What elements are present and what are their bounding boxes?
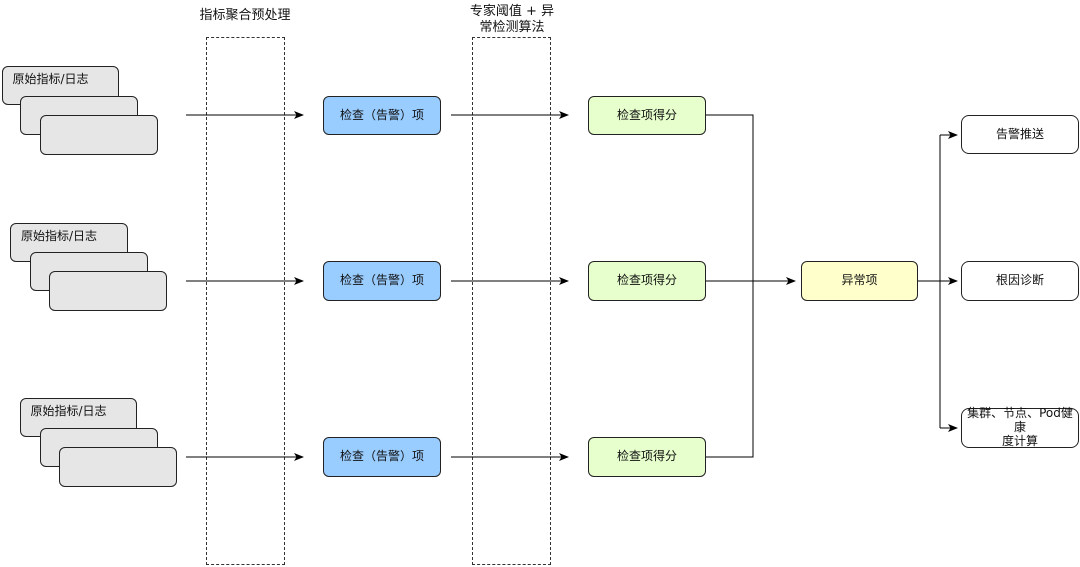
source-stack-2c [49,271,167,311]
output-health-calculation: 集群、节点、Pod健康 度计算 [961,406,1079,448]
source-label-2: 原始指标/日志 [20,229,98,243]
check-item-score-2: 检查项得分 [588,261,706,301]
detection-column-title: 专家阈值 + 异 常检测算法 [469,4,555,35]
anomaly-item: 异常项 [801,261,918,301]
output-root-cause-diagnosis: 根因诊断 [961,261,1079,301]
source-stack-3c [59,447,177,487]
check-item-score-1: 检查项得分 [588,96,706,135]
check-alert-item-3: 检查（告警）项 [323,437,441,477]
preprocess-column-title: 指标聚合预处理 [199,8,291,23]
check-item-score-3: 检查项得分 [588,437,706,477]
detection-column [472,37,551,565]
edge-score-merge-3 [706,281,754,458]
preprocess-column [206,37,285,565]
check-alert-item-2: 检查（告警）项 [323,261,441,301]
source-stack-1c [40,115,158,155]
output-alert-push: 告警推送 [961,115,1079,154]
edge-score-merge-1 [706,114,754,281]
source-label-3: 原始指标/日志 [30,404,107,418]
check-alert-item-1: 检查（告警）项 [323,96,441,135]
source-label-1: 原始指标/日志 [12,72,89,86]
